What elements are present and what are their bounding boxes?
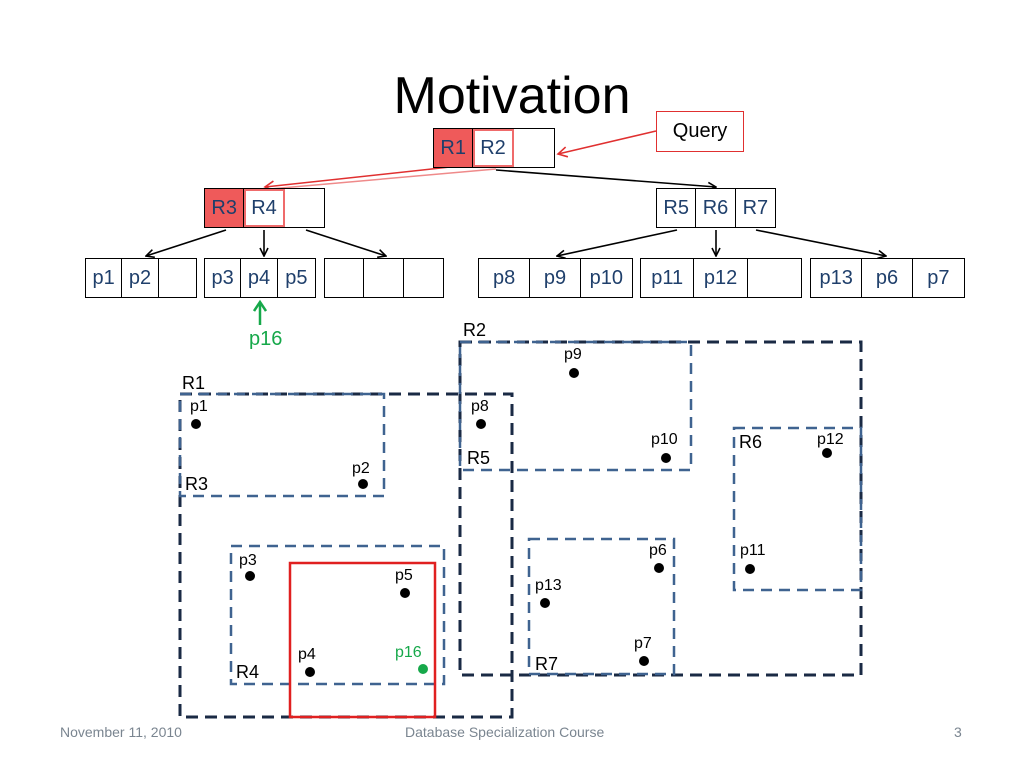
footer-date: November 11, 2010 <box>60 724 182 740</box>
point-label-p16: p16 <box>395 644 422 661</box>
leaf-cell: p13 <box>811 259 863 297</box>
node-cell-r6: R6 <box>696 189 736 227</box>
leaf-cell: p10 <box>589 266 624 289</box>
footer-page-number: 3 <box>954 724 962 740</box>
leaf-node-5: p11 p12 <box>640 258 802 298</box>
root-cell-r2: R2 <box>473 129 514 167</box>
leaf-cell: p8 <box>479 259 531 297</box>
node-cell-r3: R3 <box>205 189 245 227</box>
leaf-node-4: p8 p9 p10 <box>478 258 633 298</box>
leaf-node-3 <box>324 258 444 298</box>
point-dot <box>191 419 201 429</box>
region-label-r7: R7 <box>535 654 559 674</box>
point-label-p2: p2 <box>352 460 370 477</box>
region-label-r5: R5 <box>467 448 491 468</box>
region-r6 <box>732 426 863 592</box>
point-dot <box>305 667 315 677</box>
leaf-cell <box>159 259 196 297</box>
leaf-node-1: p1 p2 <box>85 258 197 298</box>
region-r2 <box>458 340 863 677</box>
region-r4 <box>229 544 446 686</box>
leaf-node-6: p13 p6 p7 <box>810 258 965 298</box>
leaf-cell <box>748 259 801 297</box>
point-dot <box>822 448 832 458</box>
point-label-p10: p10 <box>651 431 678 448</box>
node-cell-r7: R7 <box>742 196 769 219</box>
root-cell-empty <box>514 129 554 167</box>
r1-to-r3-arrow <box>263 166 451 192</box>
point-label-p11: p11 <box>740 542 766 559</box>
slide-title: Motivation <box>393 67 631 125</box>
leaf-cell: p2 <box>122 259 159 297</box>
point-dot <box>639 656 649 666</box>
leaf-cell: p12 <box>694 259 748 297</box>
query-arrow <box>556 130 657 158</box>
footer-course: Database Specialization Course <box>405 724 605 740</box>
node-cell-r5: R5 <box>657 189 697 227</box>
point-label-p4: p4 <box>298 646 316 663</box>
tree-node-r3-r4: R3 R4 <box>204 188 325 228</box>
point-label-p1: p1 <box>190 398 208 415</box>
point-label-p5: p5 <box>395 567 413 584</box>
region-r3 <box>178 392 386 498</box>
point-dot <box>569 368 579 378</box>
point-label-p6: p6 <box>649 542 667 559</box>
region-label-r2: R2 <box>463 320 487 340</box>
point-dot <box>654 563 664 573</box>
leaf-cell <box>325 259 365 297</box>
point-label-p7: p7 <box>634 635 652 652</box>
region-label-r4: R4 <box>236 662 260 682</box>
point-dot <box>245 571 255 581</box>
point-dot <box>745 564 755 574</box>
leaf-cell: p6 <box>862 259 913 297</box>
node-cell-r4: R4 <box>244 189 285 227</box>
leaf-node-2: p3 p4 p5 <box>204 258 316 298</box>
leaf-cell: p5 <box>285 266 308 289</box>
point-dot <box>661 453 671 463</box>
query-label: Query <box>656 111 744 152</box>
leaf-cell: p4 <box>241 259 278 297</box>
leaf-cell: p7 <box>927 266 950 289</box>
point-dot <box>400 588 410 598</box>
point-label-p13: p13 <box>535 577 562 594</box>
query-rectangle <box>288 561 437 719</box>
point-label-p9: p9 <box>564 346 582 363</box>
point-dot-new <box>418 664 428 674</box>
r2-to-r5-arrow <box>495 169 716 187</box>
region-label-r1: R1 <box>182 373 206 393</box>
point-label-p8: p8 <box>471 398 489 415</box>
point-dot <box>358 479 368 489</box>
point-label-p12: p12 <box>817 431 844 448</box>
leaf-cell: p11 <box>641 259 695 297</box>
point-dot <box>540 598 550 608</box>
leaf-cell: p9 <box>530 259 581 297</box>
leaf-cell <box>404 259 443 297</box>
leaf-cell <box>364 259 404 297</box>
tree-root-node: R1 R2 <box>433 128 555 168</box>
region-label-r3: R3 <box>185 474 209 494</box>
node-cell-empty <box>285 189 324 227</box>
leaf-cell: p3 <box>205 259 242 297</box>
tree-node-r5-r6-r7: R5 R6 R7 <box>656 188 776 228</box>
root-cell-r1: R1 <box>434 129 474 167</box>
leaf-cell: p1 <box>86 259 123 297</box>
region-r5 <box>458 340 693 472</box>
point-label-p3: p3 <box>239 552 257 569</box>
point-dot <box>476 419 486 429</box>
new-point-label: p16 <box>249 328 283 350</box>
region-r7 <box>527 537 676 676</box>
region-label-r6: R6 <box>739 432 763 452</box>
